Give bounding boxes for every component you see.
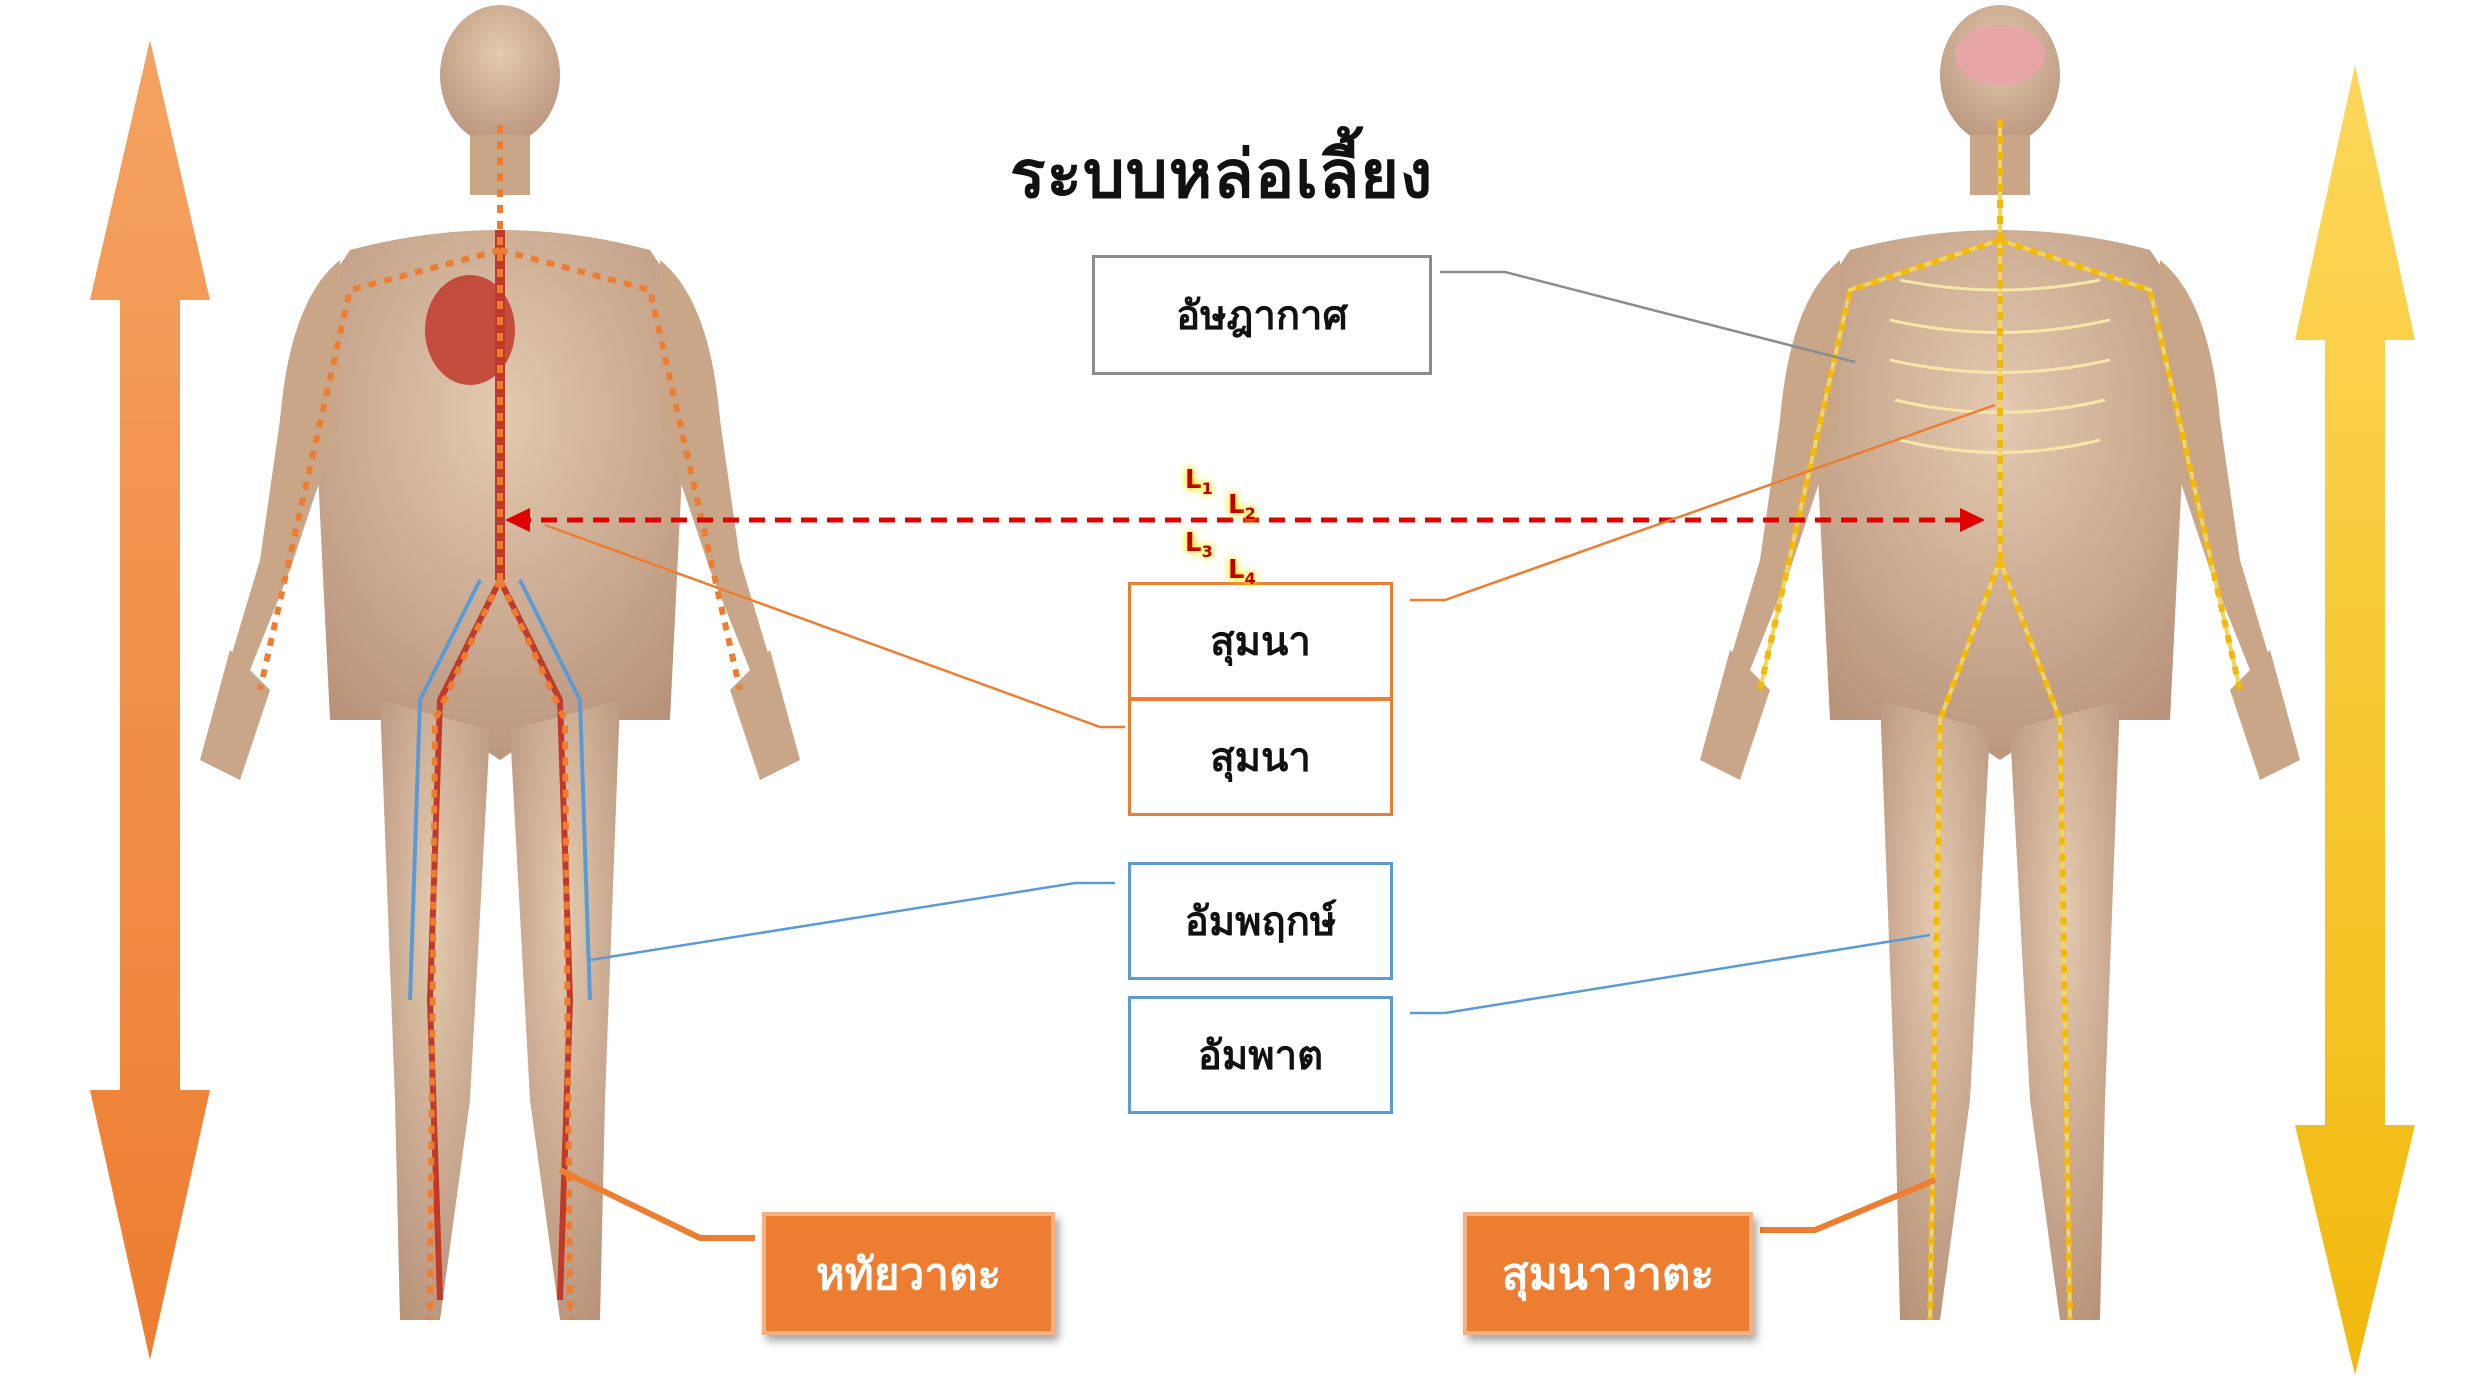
left-human-figure xyxy=(200,5,800,1320)
right-vertical-double-arrow xyxy=(2295,65,2415,1375)
vertebra-label-l1: L1 xyxy=(1185,465,1213,498)
vertebra-label-l4: L4 xyxy=(1228,555,1256,588)
vertebra-label-l3: L3 xyxy=(1185,528,1213,561)
page-title: ระบบหล่อเลี้ยง xyxy=(1010,122,1433,227)
label-box-top: อัษฎากาศ xyxy=(1092,255,1432,375)
right-human-figure xyxy=(1700,5,2300,1320)
label-button-right: สุมนาวาตะ xyxy=(1463,1212,1753,1335)
vertebra-label-l2: L2 xyxy=(1228,490,1256,523)
label-box-lower1: อัมพฤกษ์ xyxy=(1128,862,1393,980)
label-box-lower2: อัมพาต xyxy=(1128,996,1393,1114)
label-button-left: หทัยวาตะ xyxy=(762,1212,1055,1335)
label-box-middle1: สุมนา xyxy=(1128,582,1393,700)
left-vertical-double-arrow xyxy=(90,40,210,1360)
label-box-middle2: สุมนา xyxy=(1128,698,1393,816)
